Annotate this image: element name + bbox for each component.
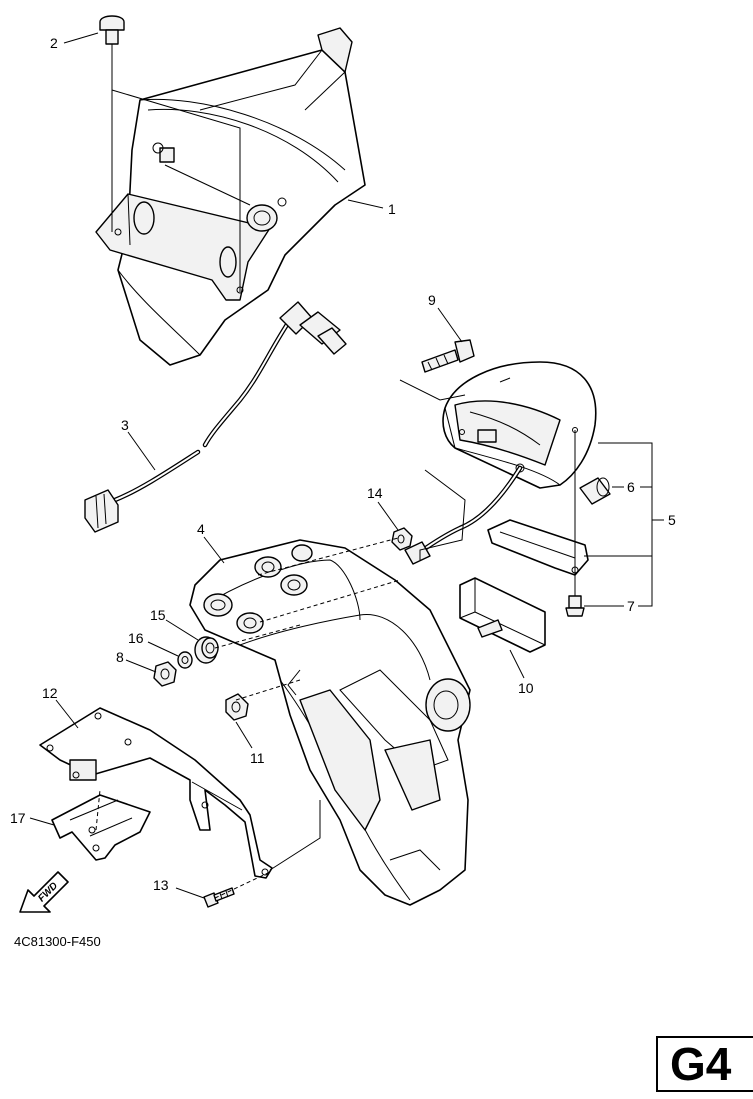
callout-1: 1 xyxy=(347,199,396,217)
svg-text:17: 17 xyxy=(10,810,26,826)
part-12-bracket xyxy=(39,707,273,879)
callout-5: 5 xyxy=(584,442,676,607)
callout-11: 11 xyxy=(235,721,265,766)
part-10-reflector xyxy=(459,577,546,653)
part-14-nut xyxy=(391,527,413,551)
svg-text:5: 5 xyxy=(668,512,676,528)
part-3-wire-harness xyxy=(84,301,347,533)
tail-light-wire xyxy=(404,465,523,565)
part-5-gasket xyxy=(487,519,589,576)
part-8-nut xyxy=(153,661,177,687)
callout-17: 17 xyxy=(10,810,55,826)
callout-15: 15 xyxy=(150,607,199,641)
part-13-screw xyxy=(203,887,235,908)
svg-text:12: 12 xyxy=(42,685,58,701)
callout-10: 10 xyxy=(509,649,534,696)
svg-text:14: 14 xyxy=(367,485,383,501)
part-17-plate-bracket xyxy=(51,794,151,861)
svg-text:1: 1 xyxy=(388,201,396,217)
svg-text:9: 9 xyxy=(428,292,436,308)
svg-text:4: 4 xyxy=(197,521,205,537)
svg-text:2: 2 xyxy=(50,35,58,51)
callout-16: 16 xyxy=(128,630,179,657)
part-6-bulb xyxy=(579,477,611,505)
svg-text:7: 7 xyxy=(627,598,635,614)
part-2-bolt xyxy=(99,15,241,292)
part-7-screw xyxy=(565,430,585,617)
part-11-nut xyxy=(225,693,249,721)
callout-14: 14 xyxy=(367,485,399,531)
part-4-mudguard xyxy=(189,539,471,906)
svg-text:3: 3 xyxy=(121,417,129,433)
svg-text:15: 15 xyxy=(150,607,166,623)
svg-text:16: 16 xyxy=(128,630,144,646)
svg-text:13: 13 xyxy=(153,877,169,893)
page-tag: G4 xyxy=(656,1036,753,1092)
svg-text:11: 11 xyxy=(250,750,265,766)
part-15-grommet xyxy=(194,636,219,664)
callout-9: 9 xyxy=(428,292,463,343)
callout-13: 13 xyxy=(153,877,205,899)
callout-4: 4 xyxy=(197,521,225,564)
callout-2: 2 xyxy=(50,32,99,51)
callout-3: 3 xyxy=(121,417,156,471)
part-9-bolt xyxy=(399,339,475,401)
part-1-rear-cowl xyxy=(95,27,366,366)
callout-8: 8 xyxy=(116,649,157,673)
callout-6: 6 xyxy=(612,479,652,495)
callout-12: 12 xyxy=(42,685,79,729)
svg-text:8: 8 xyxy=(116,649,124,665)
svg-text:10: 10 xyxy=(518,680,534,696)
part-5-tail-light-assembly xyxy=(442,361,597,489)
svg-text:6: 6 xyxy=(627,479,635,495)
fwd-arrow-icon: FWD xyxy=(19,871,69,913)
diagram-code: 4C81300-F450 xyxy=(14,934,101,949)
assembly-guide-lines xyxy=(95,469,466,899)
callout-7: 7 xyxy=(584,598,635,614)
part-16-washer xyxy=(177,651,193,669)
